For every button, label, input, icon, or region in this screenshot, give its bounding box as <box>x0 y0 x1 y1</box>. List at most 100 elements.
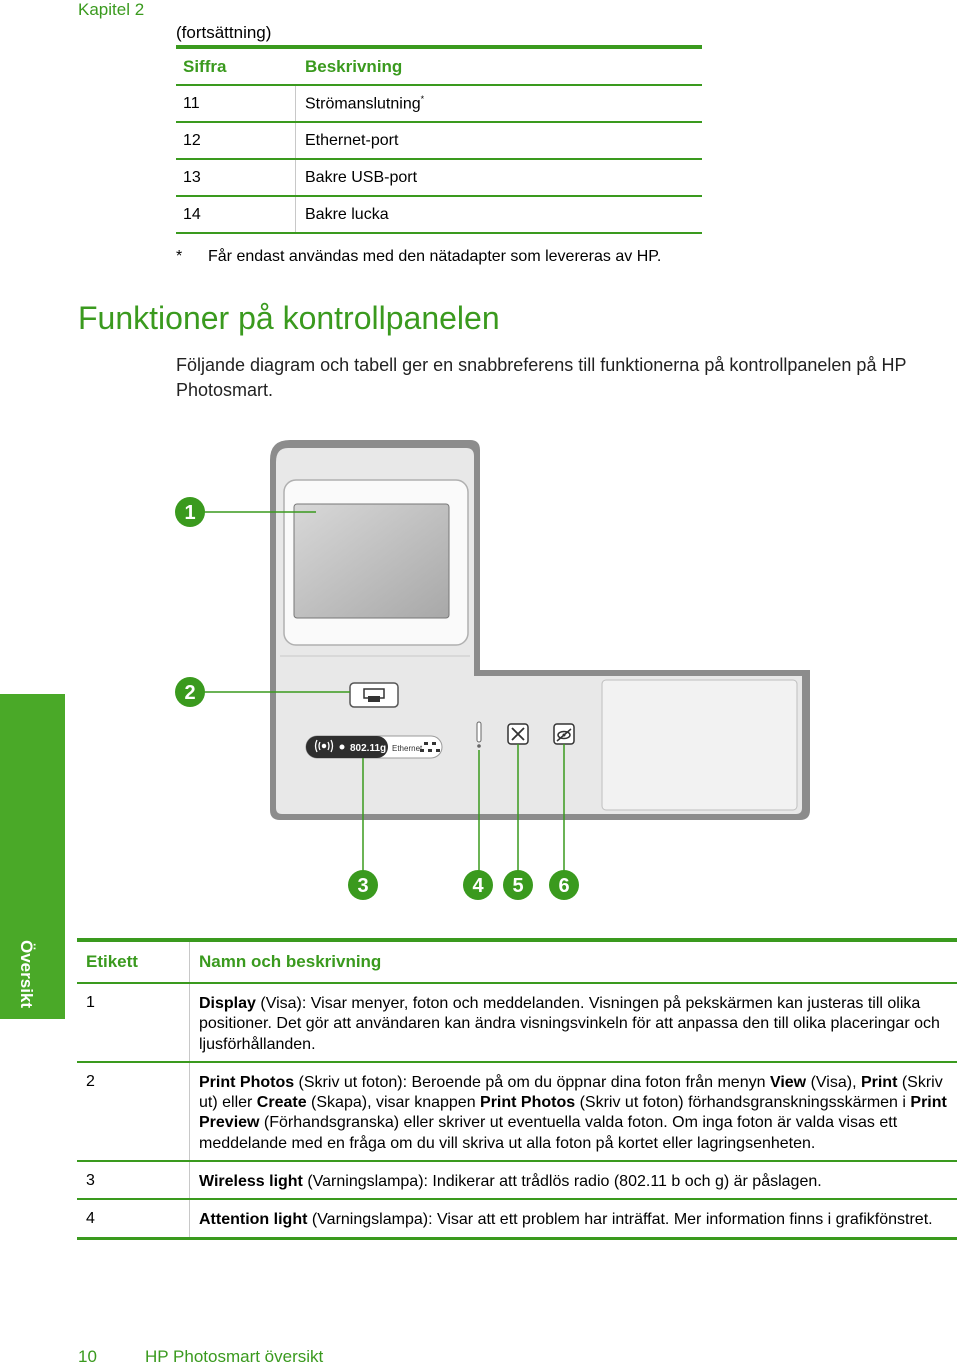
feature-name: Display <box>199 995 256 1012</box>
side-tab-label: Översikt <box>17 940 36 1009</box>
control-panel-diagram: 802.11g Ethernet 1 2 3 <box>175 440 810 900</box>
continuation-label: (fortsättning) <box>176 23 272 42</box>
row-description: Display (Visa): Visar menyer, foton och … <box>189 994 957 1055</box>
wireless-icon <box>314 739 334 753</box>
features-table: Etikett Namn och beskrivning 1 Display (V… <box>77 938 957 1240</box>
table-row: 3 Wireless light (Varningslampa): Indiker… <box>77 1162 957 1199</box>
column-header-label: Etikett <box>86 952 138 971</box>
feature-text: (Visa), <box>806 1073 861 1091</box>
column-divider <box>189 984 190 1061</box>
chapter-label: Kapitel 2 <box>78 0 145 19</box>
callout-number: 5 <box>512 875 523 897</box>
column-divider <box>189 1062 190 1161</box>
table-rule <box>77 1060 957 1063</box>
feature-text: (Visa): Visar menyer, foton och meddelan… <box>199 995 940 1053</box>
feature-name: Create <box>256 1094 307 1112</box>
row-description: Bakre lucka <box>305 205 389 223</box>
column-divider <box>295 123 296 158</box>
footer-title: HP Photosmart översikt <box>145 1347 324 1366</box>
feature-text: (Skriv ut) eller <box>199 1073 943 1112</box>
callout-number: 3 <box>357 875 368 897</box>
row-label: 3 <box>86 1172 95 1190</box>
attention-icon <box>476 721 482 748</box>
table-rule <box>77 982 957 984</box>
callout-lines <box>203 511 565 874</box>
row-number: 13 <box>183 168 201 186</box>
row-label: 2 <box>86 1072 95 1090</box>
footnote-text: Får endast användas med den nätadapter s… <box>208 248 662 265</box>
table-rule <box>176 84 702 86</box>
callout-number: 1 <box>184 502 195 524</box>
table-rule <box>77 1236 957 1240</box>
table-row: 12 Ethernet-port <box>176 123 702 158</box>
feature-text: (Skriv ut foton): Beroende på om du öppn… <box>294 1073 770 1091</box>
red-eye-icon[interactable] <box>553 723 575 745</box>
footnote: * Får endast användas med den nätadapter … <box>176 248 661 266</box>
column-divider <box>295 86 296 121</box>
feature-name: Print <box>860 1073 898 1091</box>
column-divider <box>295 160 296 195</box>
row-number: 12 <box>183 131 201 149</box>
table-row: 1 Display (Visa): Visar menyer, foton och… <box>77 984 957 1061</box>
column-header-number: Siffra <box>183 56 227 76</box>
callout-3: 3 <box>348 870 378 900</box>
ethernet-label: Ethernet <box>392 744 423 753</box>
table-rule <box>77 1198 957 1201</box>
callout-number: 4 <box>472 875 484 897</box>
footnote-star: * <box>176 248 183 265</box>
feature-name: Print Photos <box>480 1094 576 1112</box>
row-description: Ethernet-port <box>305 131 399 149</box>
feature-text: (Varningslampa): Indikerar att trådlös r… <box>302 1173 822 1191</box>
row-label: 1 <box>86 994 95 1011</box>
column-divider <box>189 1162 190 1199</box>
table-header-row: Etikett Namn och beskrivning <box>77 942 957 982</box>
side-tab <box>0 694 65 1019</box>
table-row: 13 Bakre USB-port <box>176 160 702 195</box>
blank-area <box>601 679 798 811</box>
column-divider <box>295 197 296 232</box>
table-bottom-rule <box>176 232 702 234</box>
feature-name: Print Preview <box>199 1094 947 1132</box>
row-description: Strömanslutning* <box>296 94 702 113</box>
table-row: 14 Bakre lucka <box>176 197 702 232</box>
section-title: Funktioner på kontrollpanelen <box>78 300 500 336</box>
row-description: Attention light (Varningslampa): Visar a… <box>189 1210 957 1230</box>
column-header-description: Beskrivning <box>305 56 403 76</box>
column-divider <box>189 942 190 982</box>
table-rule <box>176 158 702 160</box>
print-photos-icon[interactable] <box>349 682 399 708</box>
row-number: 14 <box>183 205 201 223</box>
wireless-badge-text: 802.11g <box>350 743 386 754</box>
row-label: 4 <box>86 1210 95 1228</box>
table-rule <box>176 195 702 197</box>
feature-text: (Varningslampa): Visar att ett problem h… <box>307 1211 933 1229</box>
wireless-badge-bg <box>306 736 388 758</box>
feature-name: View <box>769 1073 807 1091</box>
callout-number: 6 <box>558 875 569 897</box>
callout-4: 4 <box>463 870 493 900</box>
row-description: Bakre USB-port <box>305 168 418 186</box>
table-top-rule <box>176 45 702 49</box>
column-divider <box>189 1200 190 1237</box>
row-description: Wireless light (Varningslampa): Indikera… <box>189 1172 957 1192</box>
callout-1: 1 <box>175 497 205 527</box>
feature-name: Attention light <box>199 1211 308 1229</box>
callout-6: 6 <box>549 870 579 900</box>
wireless-light <box>339 744 345 750</box>
table-row: 11 Strömanslutning* <box>176 86 702 121</box>
feature-text: (Skriv ut foton) förhandsgranskningsskär… <box>575 1094 911 1112</box>
column-header-name: Namn och beskrivning <box>199 951 382 971</box>
display-screen <box>293 503 450 619</box>
cancel-icon[interactable] <box>507 723 529 745</box>
callout-number: 2 <box>184 682 195 704</box>
table-rule <box>176 121 702 123</box>
parts-table: Siffra Beskrivning 11 Strömanslutning* 1… <box>176 45 702 234</box>
feature-text: (Förhandsgranska) eller skriver ut event… <box>199 1114 898 1152</box>
row-description: Print Photos (Skriv ut foton): Beroende … <box>189 1073 957 1154</box>
table-rule <box>77 1160 957 1163</box>
callout-2: 2 <box>175 677 205 707</box>
row-description-text: Strömanslutning <box>305 95 421 113</box>
callout-5: 5 <box>503 870 533 900</box>
features-table-body: 1 Display (Visa): Visar menyer, foton och… <box>77 984 957 1240</box>
